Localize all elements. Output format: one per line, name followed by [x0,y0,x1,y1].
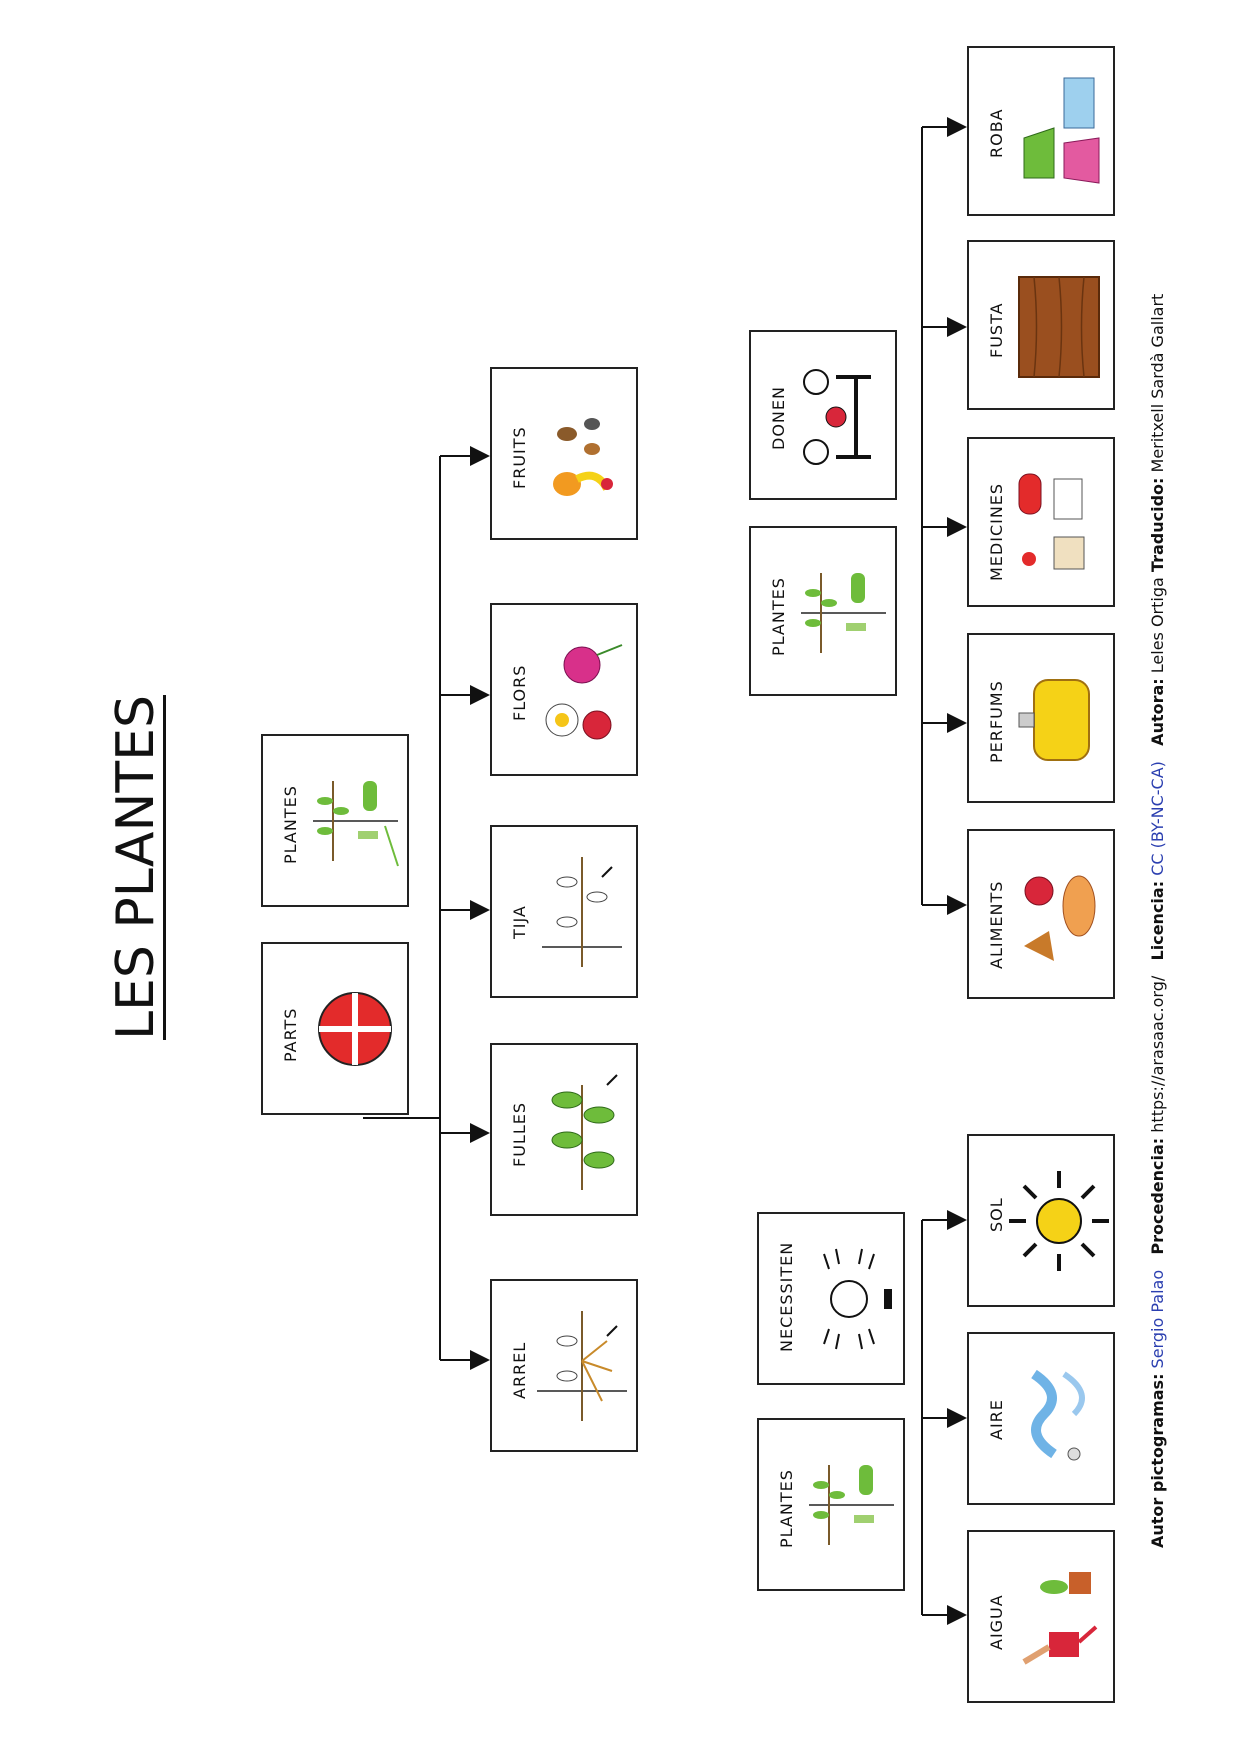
source-label: Procedencia: [1148,1137,1167,1255]
card-aliments: ALIMENTS [967,829,1115,999]
plants-icon [801,573,886,653]
needs-tree-lines [921,1210,967,1625]
card-label: SOL [987,1197,1006,1232]
card-fusta: FUSTA [967,240,1115,410]
card-label: FULLES [510,1101,529,1167]
card-plantes-needs: PLANTES [757,1418,905,1591]
card-label: FLORS [510,664,529,721]
card-label: AIGUA [987,1594,1006,1650]
flowers-icon [545,644,623,740]
card-label: PLANTES [769,577,788,656]
license-label: Licencia: [1148,880,1167,961]
gives-tree-lines [921,117,967,915]
card-fruits: FRUITS [490,367,638,540]
card-fulles: FULLES [490,1043,638,1216]
medicine-icon [1018,473,1085,570]
card-aire: AIRE [967,1332,1115,1505]
author2-label: Autora: [1148,678,1167,746]
page-title: LES PLANTES [106,695,166,1040]
give-icon [803,369,871,465]
card-parts: PARTS [261,942,409,1115]
plants-icon [809,1465,894,1545]
card-label: PLANTES [281,785,300,864]
parts-tree-lines [363,446,490,1370]
card-label: PARTS [281,1007,300,1062]
card-necessiten: NECESSITEN [757,1212,905,1385]
card-label: ALIMENTS [987,880,1006,969]
card-plantes-parts: PLANTES [261,734,409,907]
food-icon [1024,875,1096,961]
root-icon [537,1311,627,1421]
credits-footer: Autor pictogramas: Sergio Palao Proceden… [1148,294,1167,1548]
author-label: Autor pictogramas: [1148,1373,1167,1548]
translated-label: Traducido: [1148,477,1167,573]
author-link[interactable]: Sergio Palao [1148,1269,1167,1369]
needs-person-icon [823,1248,892,1350]
perfume-icon [1018,679,1090,761]
card-label: FUSTA [987,302,1006,358]
card-tija: TIJA [490,825,638,998]
card-label: PERFUMS [987,680,1006,763]
stem-icon [542,857,622,967]
translated: Meritxell Sardà Gallart [1148,293,1167,473]
wind-icon [1031,1369,1085,1461]
card-sol: SOL [967,1134,1115,1307]
leaves-icon [551,1074,618,1190]
license-link[interactable]: CC (BY-NC-CA) [1148,761,1167,876]
wood-icon [1018,276,1100,378]
sun-icon [1009,1171,1109,1271]
author2: Leles Ortiga [1148,577,1167,674]
card-label: TIJA [510,905,529,939]
watering-can-icon [1022,1572,1098,1665]
card-label: PLANTES [777,1469,796,1548]
source-link[interactable]: https://arasaac.org/ [1148,975,1167,1133]
card-plantes-gives: PLANTES [749,526,897,696]
plants-icon [313,781,399,867]
card-flors: FLORS [490,603,638,776]
card-label: NECESSITEN [777,1241,796,1352]
card-donen: DONEN [749,330,897,500]
card-perfums: PERFUMS [967,633,1115,803]
parts-icon [318,992,392,1066]
card-medicines: MEDICINES [967,437,1115,607]
card-label: ARREL [510,1341,529,1399]
fruits-icon [553,418,613,496]
card-label: DONEN [769,386,788,450]
card-arrel: ARREL [490,1279,638,1452]
card-aigua: AIGUA [967,1530,1115,1703]
card-label: ROBA [987,108,1006,158]
card-label: AIRE [987,1399,1006,1440]
card-label: FRUITS [510,426,529,489]
card-label: MEDICINES [987,482,1006,581]
clothes-icon [1023,77,1100,184]
card-roba: ROBA [967,46,1115,216]
